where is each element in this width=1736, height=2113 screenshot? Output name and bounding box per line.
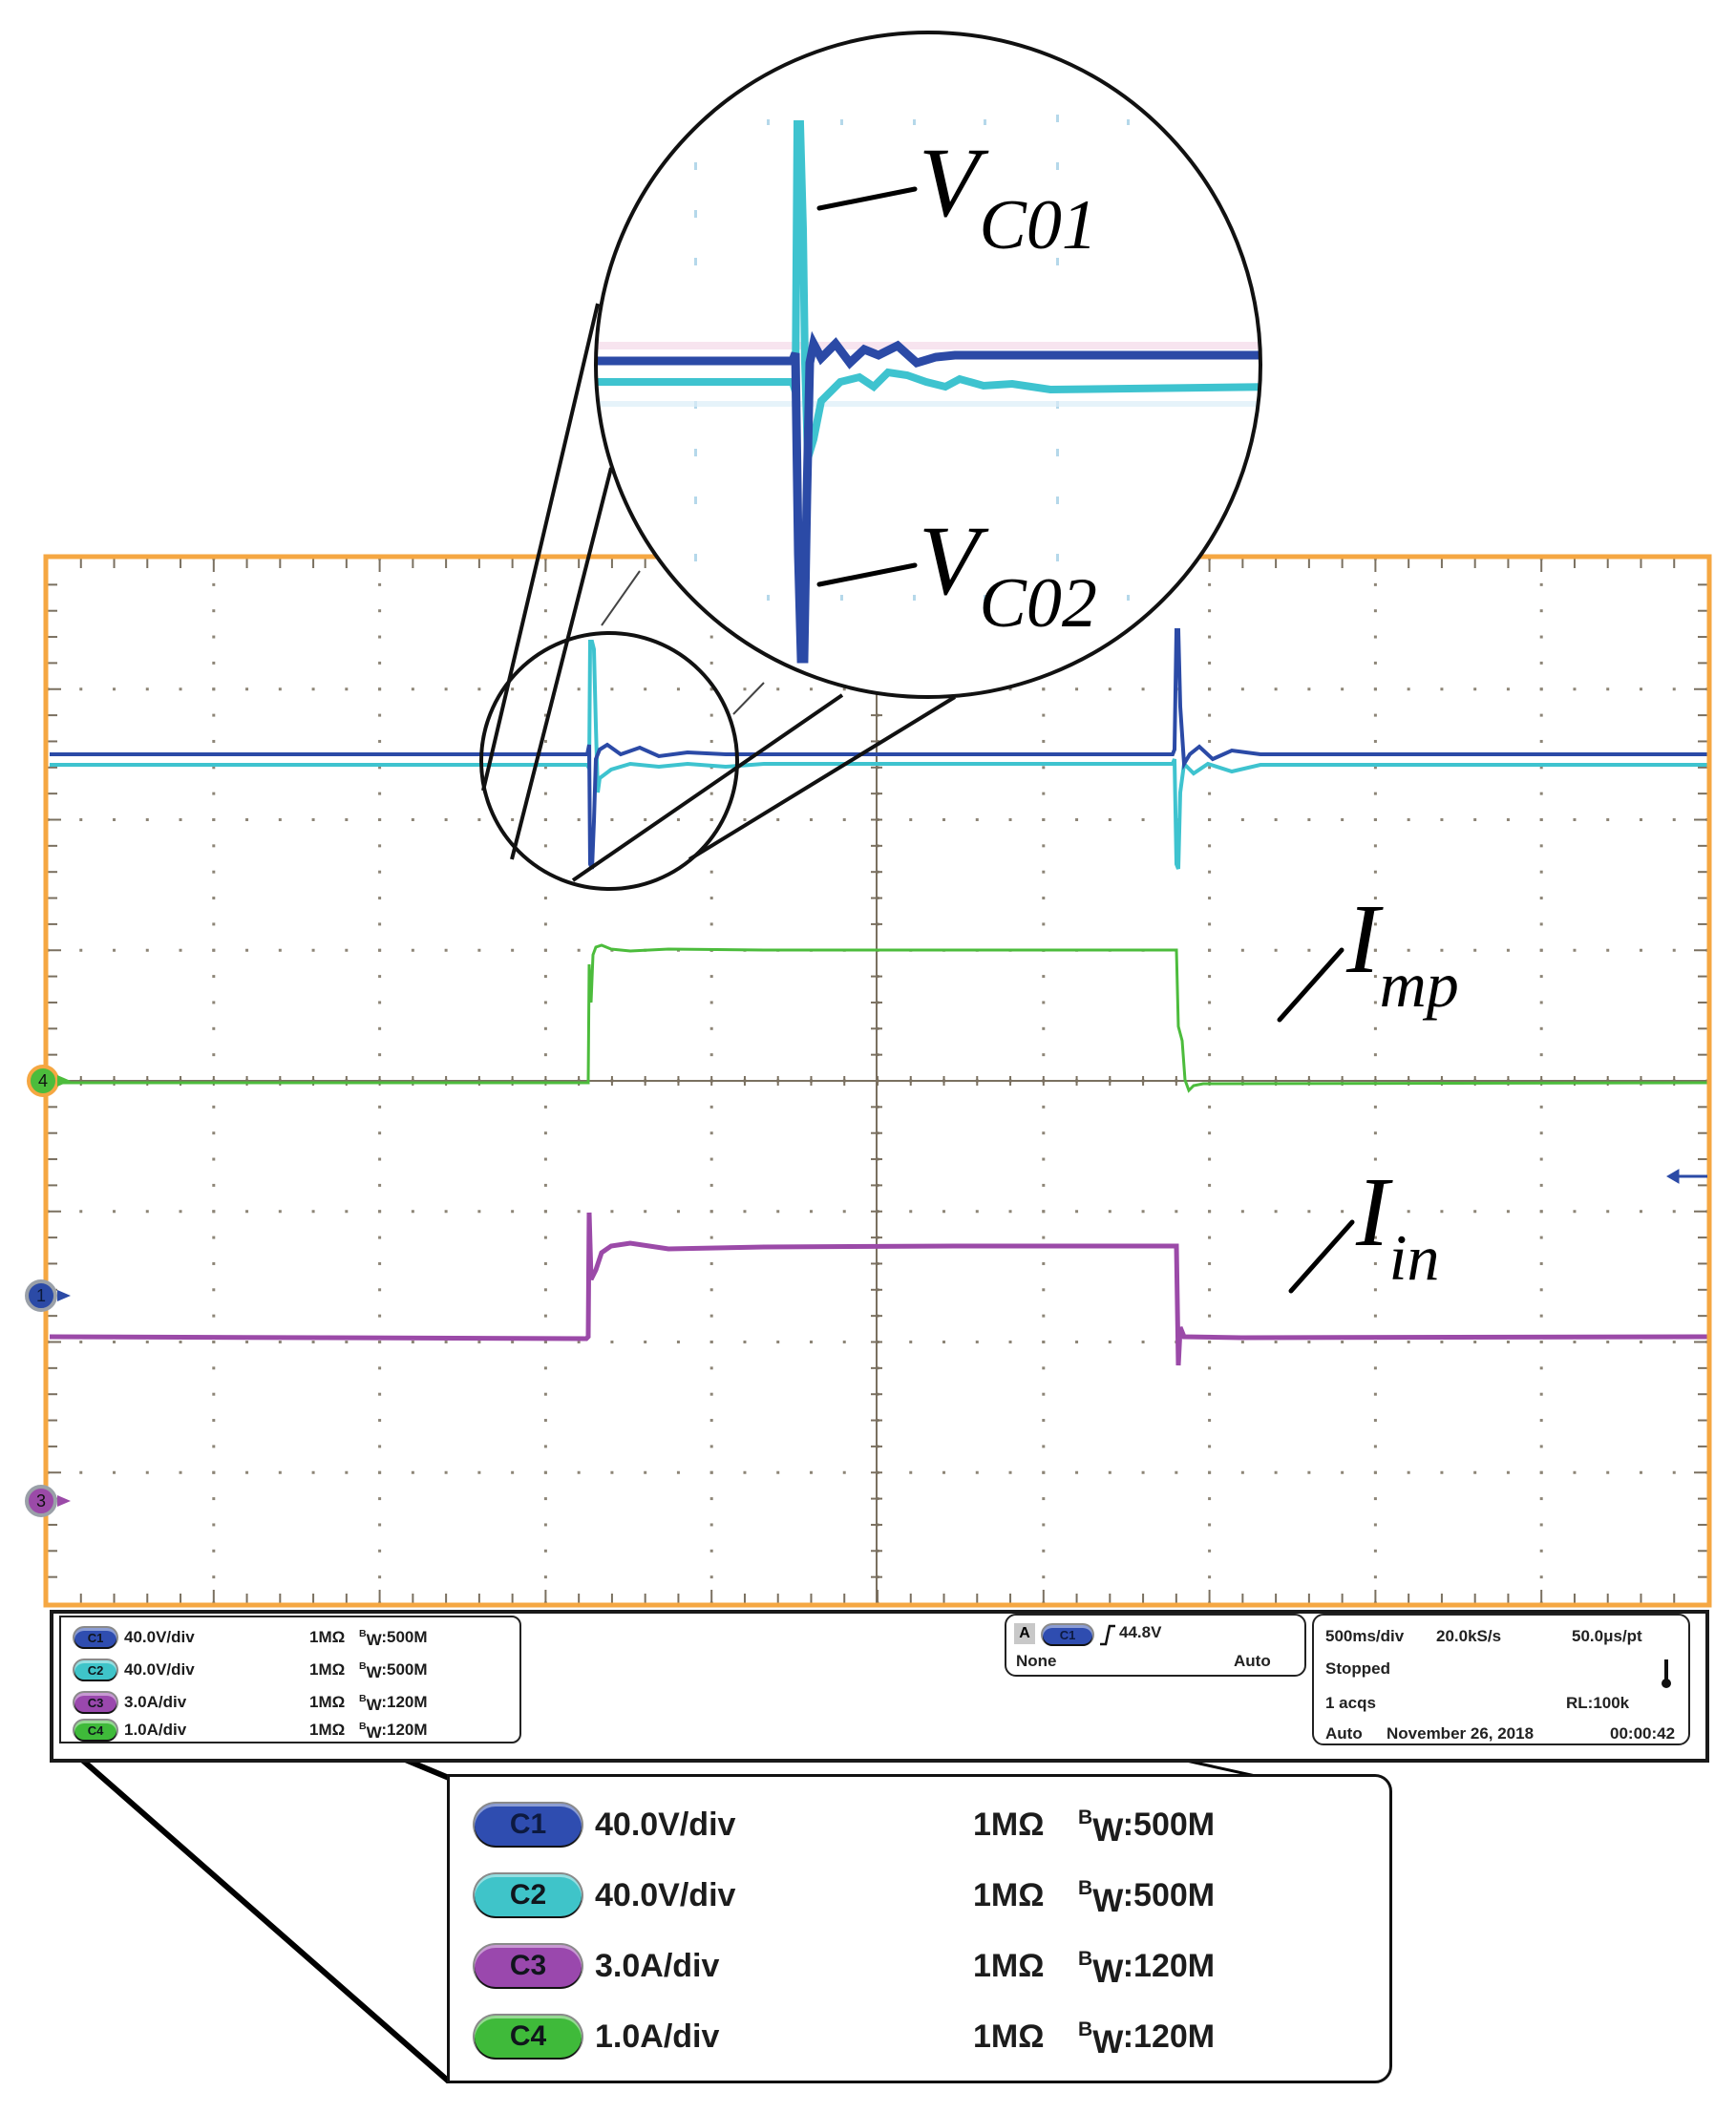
acquisition-date: November 26, 2018 <box>1387 1724 1535 1743</box>
label-vc02-subscript: C02 <box>979 564 1097 643</box>
callout-row-c2: C2 40.0V/div 1MΩ BW:500M <box>475 1869 1215 1922</box>
channel-3-marker[interactable]: 3 <box>25 1485 57 1517</box>
channel-c1-button[interactable]: C1 <box>74 1628 116 1647</box>
channel-row-c4[interactable]: C4 1.0A/div 1MΩ BW:120M <box>74 1719 514 1742</box>
callout-c2-pill: C2 <box>475 1874 582 1916</box>
zoom-magnified-circle <box>594 31 1262 699</box>
channel-1-marker[interactable]: 1 <box>25 1279 57 1312</box>
trace-c4 <box>50 943 1708 1093</box>
callout-c3-pill: C3 <box>475 1945 582 1987</box>
channel-c1-impedance: 1MΩ <box>309 1628 346 1646</box>
callout-c1-pill: C1 <box>475 1804 582 1846</box>
label-vc01: VC01 <box>919 128 1097 264</box>
channel-c4-impedance: 1MΩ <box>309 1721 346 1739</box>
channel-4-marker[interactable]: 4 <box>27 1065 59 1097</box>
callout-c2-impedance: 1MΩ <box>973 1876 1045 1913</box>
channel-c2-bandwidth: BW:500M <box>359 1660 428 1682</box>
channel-row-c2[interactable]: C2 40.0V/div 1MΩ BW:500M <box>74 1654 514 1686</box>
channel-4-arrow-icon <box>57 1075 71 1087</box>
channel-row-c1[interactable]: C1 40.0V/div 1MΩ BW:500M <box>74 1621 514 1654</box>
acquisition-time: 00:00:42 <box>1610 1724 1676 1743</box>
trace-c3 <box>49 1212 1708 1366</box>
sample-rate: 20.0kS/s <box>1436 1627 1502 1645</box>
acquisition-count: 1 acqs <box>1325 1694 1376 1712</box>
callout-row-c3: C3 3.0A/div 1MΩ BW:120M <box>475 1939 1215 1993</box>
trace-c1 <box>50 628 1707 870</box>
label-iin: Iin <box>1356 1157 1440 1294</box>
trigger-settings-box[interactable]: A C1 44.8V None Auto <box>1005 1614 1306 1677</box>
channel-c4-button[interactable]: C4 <box>74 1721 116 1740</box>
label-vc01-subscript: C01 <box>979 186 1097 264</box>
channel-c3-bandwidth: BW:120M <box>359 1693 428 1715</box>
trigger-sweep: Auto <box>1234 1652 1271 1670</box>
channel-c3-button[interactable]: C3 <box>74 1693 116 1712</box>
callout-row-c4: C4 1.0A/div 1MΩ BW:120M <box>475 2010 1215 2063</box>
callout-c4-pill: C4 <box>475 2016 582 2058</box>
record-length: RL:100k <box>1566 1694 1630 1712</box>
callout-c3-scale: 3.0A/div <box>595 1947 720 1984</box>
trigger-coupling: None <box>1016 1652 1057 1670</box>
label-imp-subscript: mp <box>1379 948 1459 1021</box>
label-leader-lines <box>816 186 1355 1294</box>
trigger-position-arrow <box>1666 1169 1707 1184</box>
label-iin-subscript: in <box>1388 1221 1440 1294</box>
rising-edge-icon <box>1100 1624 1115 1646</box>
time-per-point: 50.0μs/pt <box>1572 1627 1642 1645</box>
trigger-source-button[interactable]: C1 <box>1043 1625 1092 1644</box>
channel-c3-scale: 3.0A/div <box>124 1693 187 1711</box>
trigger-mode: Auto <box>1325 1724 1363 1743</box>
callout-c2-scale: 40.0V/div <box>595 1876 736 1913</box>
channel-c1-bandwidth: BW:500M <box>359 1628 428 1650</box>
label-imp: Imp <box>1346 884 1459 1021</box>
channel-c1-scale: 40.0V/div <box>124 1628 195 1646</box>
channel-c2-impedance: 1MΩ <box>309 1660 346 1679</box>
channel-settings-box: C1 40.0V/div 1MΩ BW:500M C2 40.0V/div 1M… <box>59 1616 521 1743</box>
trigger-mode-letter: A <box>1014 1623 1035 1644</box>
callout-c4-scale: 1.0A/div <box>595 2018 720 2055</box>
callout-c1-scale: 40.0V/div <box>595 1806 736 1843</box>
zoom-source-circle <box>479 631 739 891</box>
zoom-connector-lines <box>481 303 957 882</box>
channel-settings-callout: C1 40.0V/div 1MΩ BW:500M C2 40.0V/div 1M… <box>447 1774 1392 2083</box>
callout-c4-impedance: 1MΩ <box>973 2018 1045 2055</box>
callout-c1-bandwidth: BW:500M <box>1078 1806 1216 1849</box>
time-per-division: 500ms/div <box>1325 1627 1405 1645</box>
channel-c3-impedance: 1MΩ <box>309 1693 346 1711</box>
channel-c4-bandwidth: BW:120M <box>359 1721 428 1743</box>
channel-1-arrow-icon <box>57 1290 71 1301</box>
channel-row-c3[interactable]: C3 3.0A/div 1MΩ BW:120M <box>74 1686 514 1719</box>
channel-c2-button[interactable]: C2 <box>74 1660 116 1680</box>
timebase-box[interactable]: 500ms/div 20.0kS/s 50.0μs/pt Stopped 1 a… <box>1312 1614 1690 1745</box>
channel-3-arrow-icon <box>57 1495 71 1507</box>
trigger-level: 44.8V <box>1119 1623 1162 1641</box>
channel-c4-scale: 1.0A/div <box>124 1721 187 1739</box>
callout-c3-impedance: 1MΩ <box>973 1947 1045 1984</box>
callout-c1-impedance: 1MΩ <box>973 1806 1045 1843</box>
trace-c2 <box>50 640 1707 870</box>
callout-c4-bandwidth: BW:120M <box>1078 2018 1216 2061</box>
thermometer-icon <box>1662 1659 1671 1688</box>
callout-c2-bandwidth: BW:500M <box>1078 1876 1216 1920</box>
acquisition-state: Stopped <box>1325 1659 1390 1678</box>
callout-c3-bandwidth: BW:120M <box>1078 1947 1216 1991</box>
label-vc02: VC02 <box>919 506 1097 643</box>
callout-row-c1: C1 40.0V/div 1MΩ BW:500M <box>475 1798 1215 1851</box>
channel-c2-scale: 40.0V/div <box>124 1660 195 1679</box>
